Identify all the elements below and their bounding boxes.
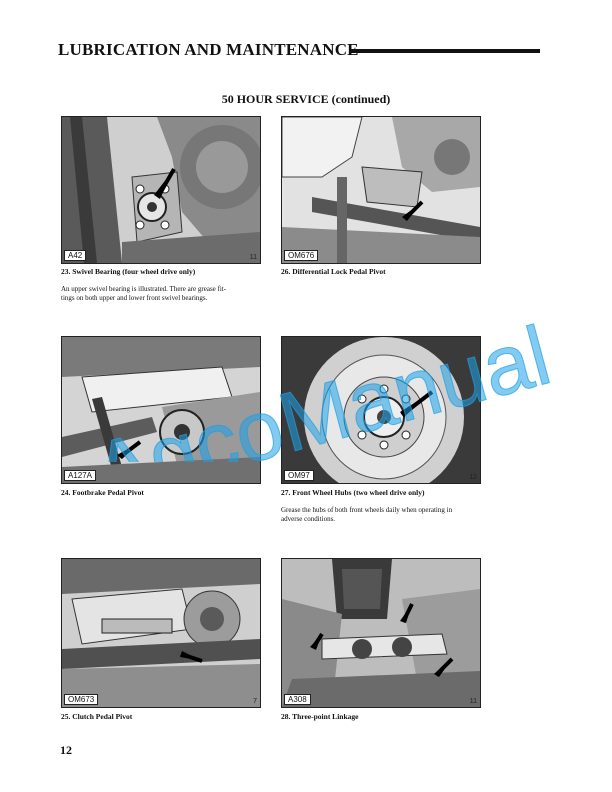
page-header: LUBRICATION AND MAINTENANCE bbox=[58, 40, 540, 62]
photo-three-point-linkage: A308 11 bbox=[281, 558, 481, 708]
photo-mark: 11 bbox=[469, 698, 477, 705]
description-line: Grease the hubs of both front wheels dai… bbox=[281, 506, 453, 514]
figure-swivel-bearing: A42 11 23. Swivel Bearing (four wheel dr… bbox=[61, 116, 261, 306]
figure-caption: 25. Clutch Pedal Pivot bbox=[61, 712, 133, 721]
photo-code: OM97 bbox=[284, 470, 314, 481]
page-number: 12 bbox=[60, 743, 72, 757]
figure-description: An upper swivel bearing is illustrated. … bbox=[61, 285, 226, 303]
photo-differential-lock-pedal: OM676 bbox=[281, 116, 481, 264]
description-line: adverse conditions. bbox=[281, 515, 336, 523]
figure-front-wheel-hubs: OM97 12 27. Front Wheel Hubs (two wheel … bbox=[281, 336, 486, 536]
photo-clutch-pedal: OM673 7 bbox=[61, 558, 261, 708]
figure-three-point-linkage: A308 11 28. Three-point Linkage bbox=[281, 558, 486, 728]
header-rule bbox=[350, 49, 540, 53]
photo-mark: 12 bbox=[469, 474, 477, 481]
photo-code: OM676 bbox=[284, 250, 319, 261]
figure-caption: 27. Front Wheel Hubs (two wheel drive on… bbox=[281, 488, 425, 497]
section-title: 50 HOUR SERVICE (continued) bbox=[221, 92, 391, 106]
photo-code: A42 bbox=[64, 250, 87, 261]
photo-footbrake-pedal: A127A bbox=[61, 336, 261, 484]
figure-clutch-pedal: OM673 7 25. Clutch Pedal Pivot bbox=[61, 558, 261, 728]
figure-footbrake-pedal: A127A 24. Footbrake Pedal Pivot bbox=[61, 336, 261, 506]
photo-code: A127A bbox=[64, 470, 97, 481]
figure-caption: 26. Differential Lock Pedal Pivot bbox=[281, 267, 386, 276]
figure-caption: 23. Swivel Bearing (four wheel drive onl… bbox=[61, 267, 196, 276]
page-title: LUBRICATION AND MAINTENANCE bbox=[58, 40, 359, 59]
photo-mark: 11 bbox=[249, 254, 257, 261]
photo-code: OM673 bbox=[64, 694, 99, 705]
photo-code: A308 bbox=[284, 694, 311, 705]
description-line: An upper swivel bearing is illustrated. … bbox=[61, 285, 227, 293]
photo-mark: 7 bbox=[253, 698, 257, 705]
photo-front-wheel-hubs: OM97 12 bbox=[281, 336, 481, 484]
figure-description: Grease the hubs of both front wheels dai… bbox=[281, 506, 452, 524]
figure-differential-lock-pedal: OM676 26. Differential Lock Pedal Pivot bbox=[281, 116, 486, 286]
description-line: tings on both upper and lower front swiv… bbox=[61, 294, 208, 302]
figure-caption: 28. Three-point Linkage bbox=[281, 712, 359, 721]
figure-caption: 24. Footbrake Pedal Pivot bbox=[61, 488, 144, 497]
photo-swivel-bearing: A42 11 bbox=[61, 116, 261, 264]
